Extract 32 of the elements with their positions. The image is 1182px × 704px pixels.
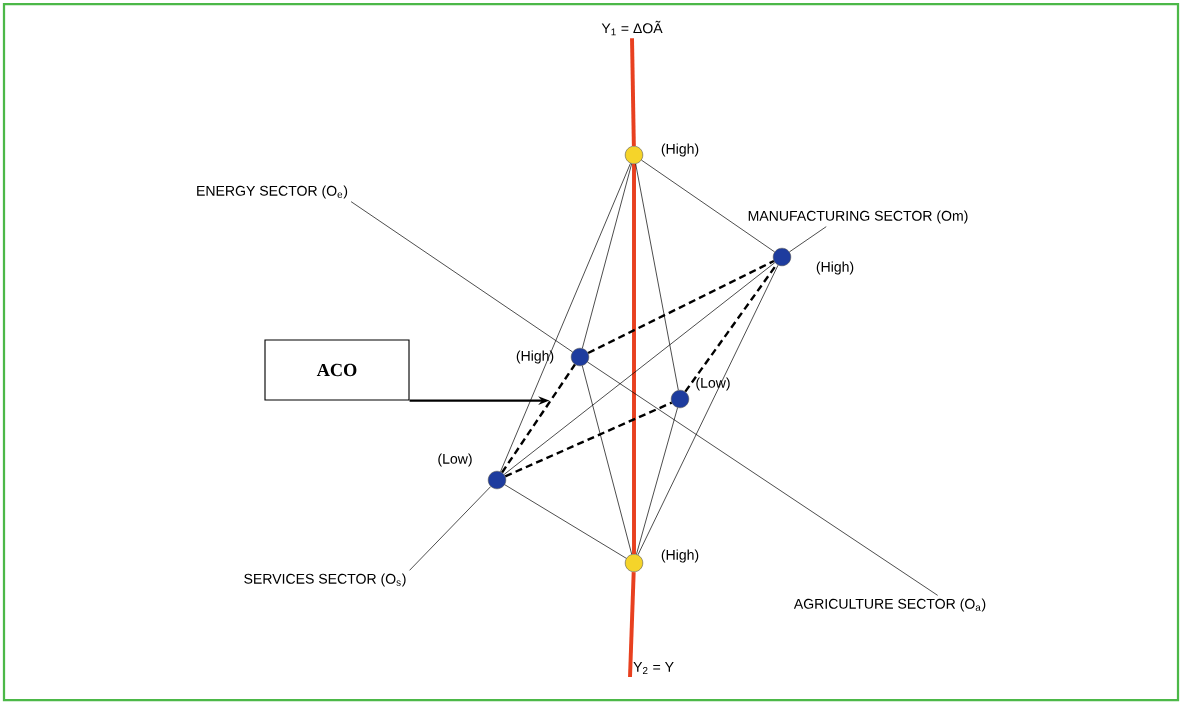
sector-label: ENERGY SECTOR (O$_{e}$) — [197, 185, 348, 199]
connector-line — [350, 201, 573, 353]
connector-line — [587, 361, 938, 596]
connector-line — [503, 262, 776, 475]
connector-line — [789, 226, 827, 253]
connector-line — [636, 407, 678, 555]
point-label: (High) — [816, 261, 854, 275]
connector-line — [582, 163, 632, 349]
dashed-line — [504, 401, 673, 478]
connector-line — [635, 163, 679, 391]
axis-line — [628, 572, 636, 678]
point-label: (Low) — [696, 377, 730, 391]
sector-label: MANUFACTURING SECTOR (Om) — [748, 210, 968, 224]
connector-line — [641, 159, 775, 253]
point-label: (High) — [661, 549, 699, 563]
point-label: (High) — [516, 350, 554, 364]
connector-line — [504, 484, 627, 559]
connector-line — [500, 163, 631, 472]
dashed-line — [587, 259, 775, 355]
point-label: (Low) — [438, 453, 472, 467]
connector-line — [637, 264, 779, 556]
axis-line — [630, 38, 636, 146]
sector-label: SERVICES SECTOR (O$_{s}$) — [244, 573, 406, 587]
point-label: (High) — [661, 143, 699, 157]
axis-line — [632, 164, 636, 554]
sector-label: AGRICULTURE SECTOR (O$_{a}$) — [793, 598, 986, 612]
connector-line — [581, 365, 633, 555]
dashed-line — [501, 363, 576, 474]
axis-label: Y$_{1}$ = ΔOÃ — [601, 20, 663, 36]
label-box: ACO — [264, 339, 410, 401]
connector-line — [409, 486, 492, 571]
axis-label: Y$_{2}$ = Y — [633, 662, 674, 674]
